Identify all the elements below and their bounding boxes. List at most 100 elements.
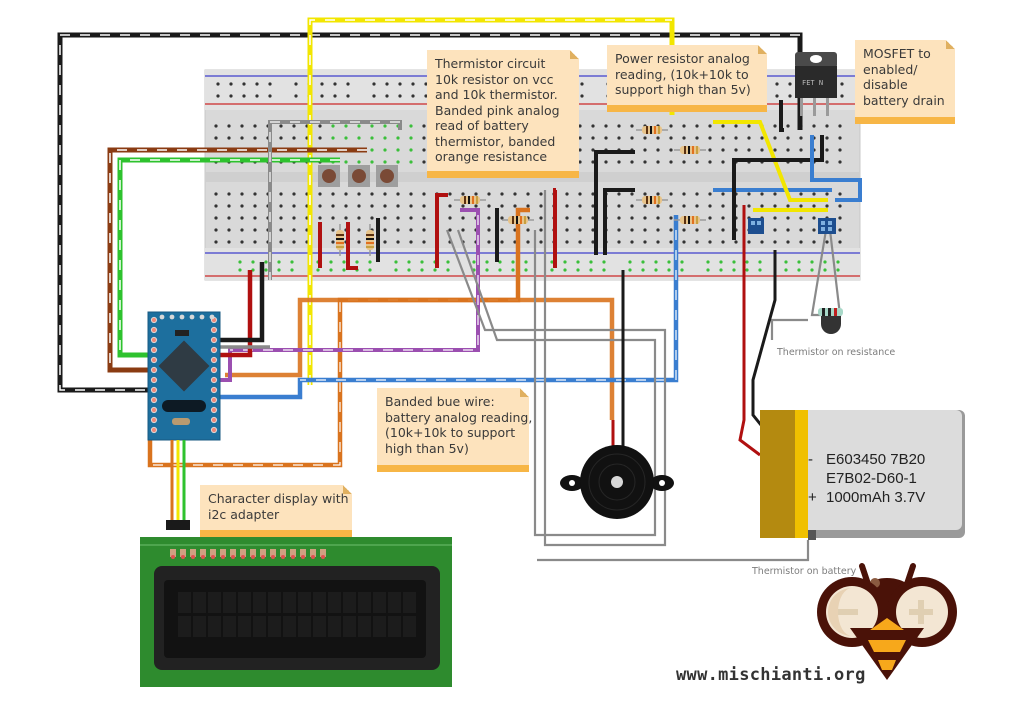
resistor-band	[654, 196, 656, 204]
arduino-pin	[150, 426, 158, 434]
hole	[214, 216, 218, 220]
hole	[422, 124, 426, 128]
hole	[240, 204, 244, 208]
hole	[511, 268, 515, 272]
hole	[396, 240, 400, 244]
hole	[318, 192, 322, 196]
hole	[758, 260, 762, 264]
hole	[695, 124, 699, 128]
hole	[656, 216, 660, 220]
pushbutton-3[interactable]	[376, 165, 398, 187]
hole	[565, 228, 569, 232]
lcd-pin-dot	[181, 555, 185, 559]
hole	[669, 136, 673, 140]
hole	[682, 160, 686, 164]
hole	[214, 204, 218, 208]
hole	[407, 260, 411, 264]
hole	[788, 82, 792, 86]
hole	[526, 228, 530, 232]
note-blue-wire: Banded bue wire: battery analog reading,…	[377, 388, 532, 472]
lcd-pin-dot	[171, 555, 175, 559]
hole	[498, 260, 502, 264]
hole	[346, 82, 350, 86]
hole	[344, 204, 348, 208]
hole	[734, 124, 738, 128]
hole	[825, 160, 829, 164]
arduino-header-pin	[199, 314, 205, 320]
hole	[641, 260, 645, 264]
resistor-band	[684, 146, 686, 154]
hole	[487, 228, 491, 232]
hole	[396, 148, 400, 152]
hole	[372, 94, 376, 98]
hole	[227, 228, 231, 232]
hole	[823, 268, 827, 272]
hole	[810, 268, 814, 272]
lcd-pin	[290, 549, 296, 557]
hole	[734, 148, 738, 152]
hole	[292, 204, 296, 208]
arduino-pro-mini[interactable]	[147, 311, 221, 441]
lcd-cell	[373, 592, 386, 613]
hole	[240, 136, 244, 140]
hole	[840, 94, 844, 98]
resistor-band	[650, 126, 652, 134]
hole	[721, 216, 725, 220]
hole	[370, 192, 374, 196]
hole	[240, 124, 244, 128]
battery-line-2: E7B02-D60-1	[808, 469, 925, 488]
battery-line-3: +1000mAh 3.7V	[808, 488, 925, 507]
hole	[539, 216, 543, 220]
hole	[825, 136, 829, 140]
mosfet-marking: FET N	[802, 79, 824, 87]
battery-text: E603450 7B20	[826, 451, 926, 468]
hole	[591, 124, 595, 128]
hole	[734, 240, 738, 244]
hole	[240, 240, 244, 244]
hole	[370, 124, 374, 128]
hole	[823, 260, 827, 264]
hole	[500, 204, 504, 208]
hole	[838, 136, 842, 140]
hole	[565, 216, 569, 220]
note-line: thermistor, banded	[435, 133, 556, 149]
hole	[669, 160, 673, 164]
wire-red-arduino	[215, 270, 253, 358]
hole	[420, 268, 424, 272]
hole	[721, 204, 725, 208]
lcd-pin-dot	[231, 555, 235, 559]
hole	[708, 148, 712, 152]
hole	[682, 240, 686, 244]
lcd-pins	[170, 549, 326, 559]
resistor-band	[366, 242, 374, 244]
hole	[654, 268, 658, 272]
hole	[565, 204, 569, 208]
hole	[500, 192, 504, 196]
hole	[383, 204, 387, 208]
lcd-cell	[208, 592, 221, 613]
hole	[539, 228, 543, 232]
lcd-display	[140, 537, 452, 687]
pushbutton-2[interactable]	[348, 165, 370, 187]
hole	[372, 82, 376, 86]
hole	[576, 260, 580, 264]
arduino-pin	[210, 376, 218, 384]
hole	[550, 260, 554, 264]
hole	[721, 148, 725, 152]
hole	[331, 192, 335, 196]
hole	[357, 192, 361, 196]
hole	[812, 216, 816, 220]
note-power-resistor: Power resistor analog reading, (10k+10k …	[607, 45, 767, 112]
pushbutton-1[interactable]	[318, 165, 340, 187]
hole	[643, 228, 647, 232]
resistor-band	[472, 196, 474, 204]
hole	[383, 216, 387, 220]
hole	[290, 260, 294, 264]
hole	[292, 228, 296, 232]
lcd-cell	[178, 592, 191, 613]
resistor	[674, 146, 706, 154]
hole	[368, 260, 372, 264]
note-display: Character display with i2c adapter	[200, 485, 352, 537]
caption-thermistor-battery: Thermistor on battery	[752, 566, 857, 577]
hole	[396, 160, 400, 164]
